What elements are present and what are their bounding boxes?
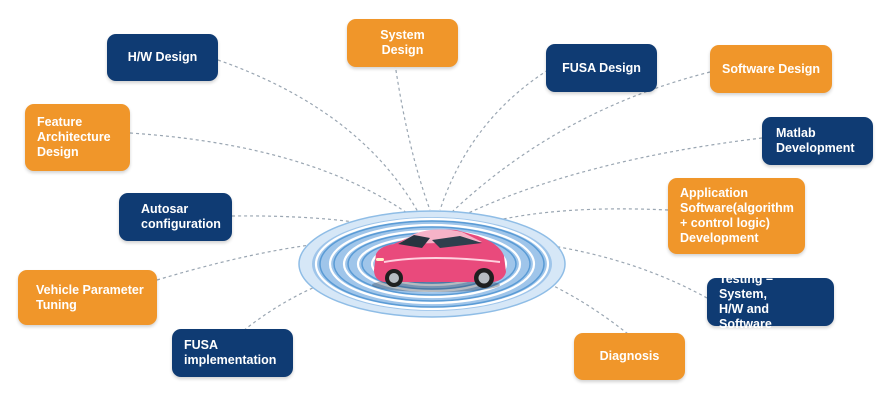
vehicle-parameter-tuning-label: Vehicle Parameter Tuning bbox=[36, 282, 144, 312]
connector-application-software bbox=[489, 208, 669, 223]
hw-design-label: H/W Design bbox=[127, 50, 198, 64]
matlab-development-label: Matlab Development bbox=[776, 126, 855, 155]
autosar-configuration-box: Autosar configuration bbox=[119, 193, 232, 241]
system-design-box: System Design bbox=[347, 19, 458, 67]
diagnosis-label: Diagnosis bbox=[599, 349, 660, 363]
connector-hw-design bbox=[217, 59, 419, 213]
car-side-window bbox=[432, 236, 482, 248]
feature-architecture-design-box: Feature Architecture Design bbox=[25, 104, 130, 171]
car-highlight bbox=[383, 257, 501, 263]
fusa-design-label: FUSA Design bbox=[562, 60, 641, 75]
connector-system-design bbox=[394, 63, 431, 211]
diagnosis-box: Diagnosis bbox=[574, 333, 685, 380]
connector-matlab bbox=[461, 137, 763, 217]
car-illustration bbox=[372, 229, 506, 292]
application-software-label: Application Software(algorithm + control… bbox=[680, 186, 794, 245]
fusa-design-box: FUSA Design bbox=[546, 44, 657, 92]
matlab-development-box: Matlab Development bbox=[762, 117, 873, 165]
feature-architecture-design-label: Feature Architecture Design bbox=[37, 115, 111, 159]
car-windshield bbox=[398, 235, 430, 248]
testing-label: Testing – System, H/W and Software bbox=[719, 272, 773, 331]
fusa-implementation-box: FUSA implementation bbox=[172, 329, 293, 377]
fusa-implementation-label: FUSA implementation bbox=[184, 338, 277, 367]
connector-fusa-design bbox=[439, 69, 549, 211]
software-design-box: Software Design bbox=[710, 45, 832, 93]
hw-design-box: H/W Design bbox=[107, 34, 218, 81]
testing-box: Testing – System, H/W and Software bbox=[707, 272, 834, 331]
autosar-configuration-label: Autosar configuration bbox=[141, 202, 221, 231]
application-software-box: Application Software(algorithm + control… bbox=[668, 178, 805, 254]
connector-software-design bbox=[451, 71, 711, 213]
connector-feature-architecture bbox=[129, 132, 411, 216]
vehicle-parameter-tuning-box: Vehicle Parameter Tuning bbox=[18, 270, 157, 325]
software-design-label: Software Design bbox=[722, 61, 820, 76]
car-headlight bbox=[376, 258, 384, 261]
system-design-label: System Design bbox=[380, 28, 425, 57]
connector-testing bbox=[504, 239, 708, 299]
